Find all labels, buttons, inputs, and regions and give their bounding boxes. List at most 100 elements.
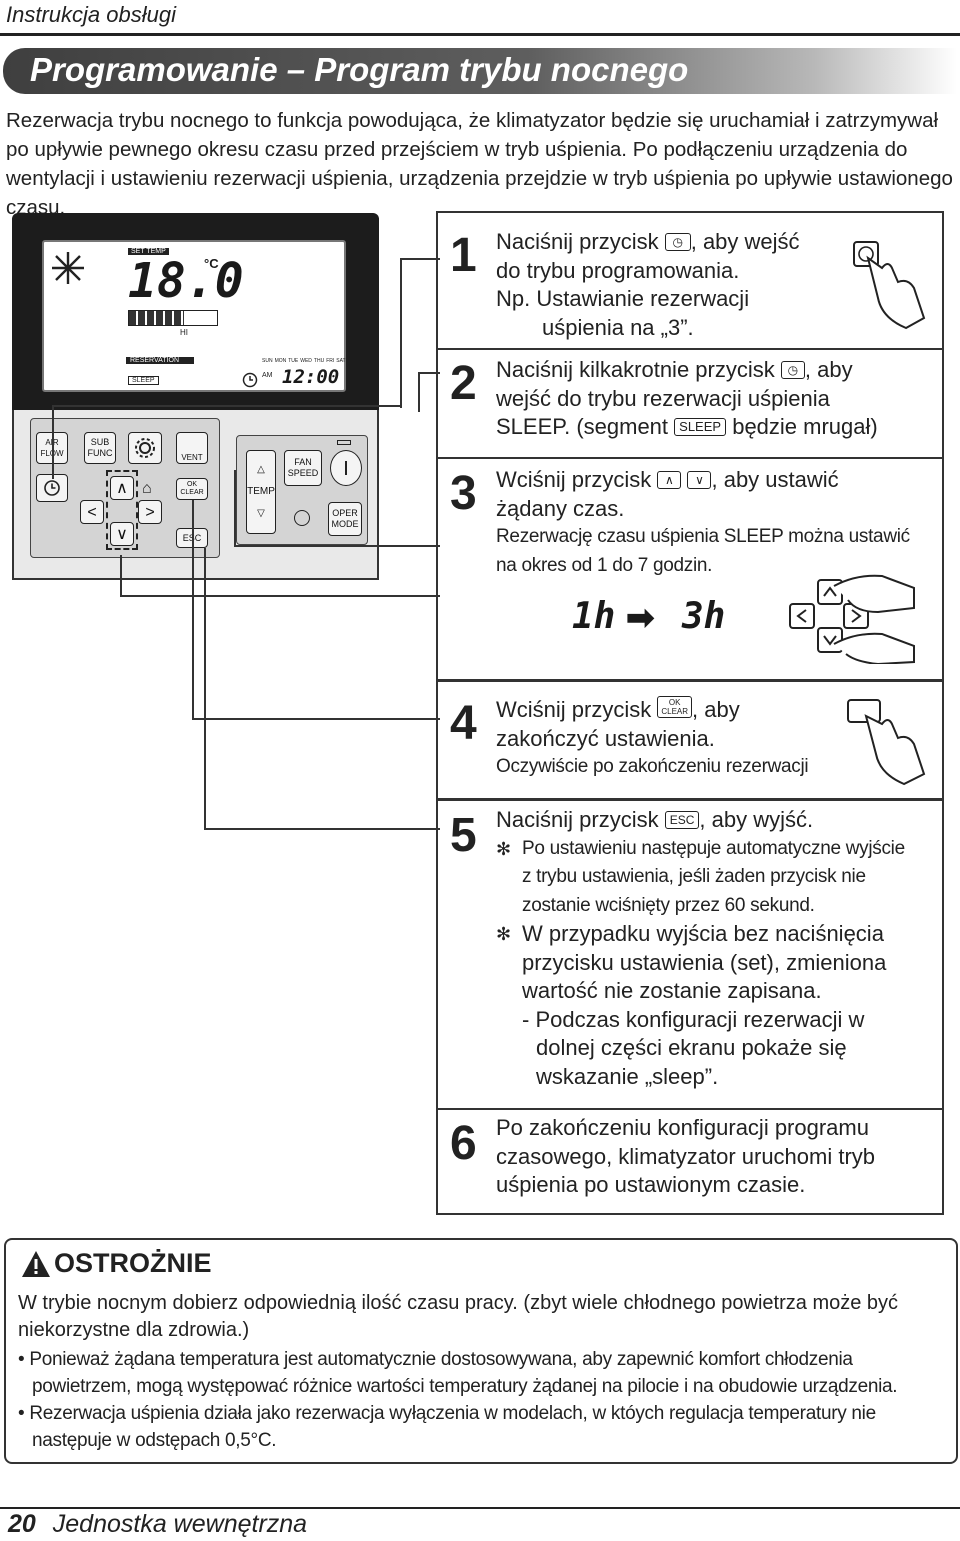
- footer-divider: [0, 1507, 960, 1509]
- connector-line: [204, 548, 206, 828]
- fan-level-bar: [128, 310, 218, 326]
- step-note: z trybu ustawienia, jeśli żaden przycisk…: [522, 866, 866, 887]
- step-text-part: Wciśnij przycisk: [496, 697, 652, 722]
- step-note-text: Po ustawieniu następuje automatyczne wyj…: [522, 837, 905, 859]
- clock-icon: [44, 480, 60, 496]
- step-text-part: SLEEP. (segment: [496, 414, 669, 439]
- step-3-text: Wciśnij przycisk ∧ ∨, aby ustawić żądany…: [496, 466, 936, 580]
- ok-label: OK: [186, 481, 198, 488]
- step-text-line: do trybu programowania.: [496, 257, 740, 283]
- intro-paragraph: Rezerwacja trybu nocnego to funkcja powo…: [6, 109, 953, 219]
- footer-section: Jednostka wewnętrzna: [52, 1510, 308, 1538]
- connector-line: [418, 372, 420, 412]
- temp-up-icon: △: [257, 464, 265, 475]
- ok-clear-button[interactable]: OK CLEAR: [176, 478, 208, 500]
- up-arrow-button[interactable]: ∧: [110, 476, 134, 500]
- step-text-line: dolnej części ekranu pokaże się: [536, 1035, 847, 1060]
- step-note: Rezerwację czasu uśpienia SLEEP można us…: [496, 526, 910, 547]
- caution-bullet: • Ponieważ żądana temperatura jest autom…: [18, 1349, 898, 1397]
- lcd-day: TUE: [288, 358, 299, 364]
- fan-label: FAN: [294, 457, 312, 467]
- speed-label: SPEED: [287, 468, 319, 478]
- down-arrow-button[interactable]: ∨: [110, 522, 134, 546]
- step-5-text: Naciśnij przycisk ESC, aby wyjść. ✻ Po u…: [496, 806, 936, 1091]
- lcd-day: SAT: [336, 358, 346, 364]
- down-key-icon: ∨: [687, 471, 712, 489]
- connector-line: [192, 500, 194, 718]
- caution-body: W trybie nocnym dobierz odpowiednią iloś…: [18, 1290, 948, 1454]
- vent-button[interactable]: VENT: [176, 432, 208, 464]
- lcd-day: THU: [313, 358, 325, 364]
- oper-mode-button[interactable]: OPER MODE: [328, 502, 362, 536]
- lcd-day: SUN: [262, 358, 273, 364]
- connector-line: [418, 372, 440, 374]
- hand-press-ok-icon: [847, 699, 926, 786]
- snowflake-bullet-icon: ✻: [496, 924, 512, 944]
- arrow-right-icon: ➡: [626, 599, 655, 637]
- function-button[interactable]: [128, 432, 162, 464]
- caution-title: OSTROŻNIE: [54, 1248, 212, 1278]
- left-arrow-button[interactable]: <: [80, 500, 104, 524]
- step-text-line: uśpienia na „3”.: [542, 314, 694, 340]
- connector-line: [192, 718, 440, 720]
- up-key-icon: ∧: [657, 471, 682, 489]
- lcd-set-temp-label: SET TEMP: [128, 248, 169, 255]
- step-text-part: Naciśnij przycisk: [496, 807, 659, 832]
- connector-line: [52, 405, 402, 407]
- connector-line: [234, 470, 236, 545]
- sensor-indicator: [294, 510, 310, 526]
- snowflake-icon: [52, 252, 84, 284]
- connector-line: [400, 258, 440, 260]
- step-note: na okres od 1 do 7 godzin.: [496, 554, 713, 576]
- power-icon: [345, 461, 347, 475]
- step-divider: [436, 1108, 944, 1110]
- power-button[interactable]: [330, 450, 362, 486]
- temp-label: TEMP: [247, 486, 275, 497]
- step-text-line: wartość nie zostanie zapisana.: [522, 978, 822, 1003]
- step-text-part: Naciśnij przycisk: [496, 229, 659, 254]
- step-divider: [436, 457, 944, 459]
- gear-icon: [135, 438, 155, 458]
- lcd-time: 12:00: [282, 366, 340, 388]
- connector-line: [400, 258, 402, 408]
- step-text-part: , aby ustawić: [711, 467, 839, 492]
- lcd-unit: °C: [204, 256, 219, 271]
- caution-bullet-text: Rezerwacja uśpienia działa jako rezerwac…: [29, 1403, 876, 1451]
- right-arrow-button[interactable]: >: [138, 500, 162, 524]
- warning-icon: [22, 1250, 50, 1277]
- mode-label: MODE: [331, 519, 359, 529]
- document-header: Instrukcja obsługi: [6, 2, 176, 27]
- sleep-segment-key: SLEEP: [674, 418, 727, 436]
- connector-line: [234, 545, 440, 547]
- step-text-part: , aby: [692, 697, 740, 722]
- temp-button[interactable]: △ TEMP ▽: [246, 450, 276, 534]
- step-text-part: Naciśnij kilkakrotnie przycisk: [496, 357, 775, 382]
- connector-line: [120, 595, 440, 597]
- lcd-day: FRI: [326, 358, 335, 364]
- step-text-part: , aby wejść: [690, 229, 800, 254]
- step-text-part: , aby: [804, 357, 853, 382]
- sub-func-button[interactable]: SUB FUNC: [84, 432, 116, 464]
- lcd-day: WED: [300, 358, 312, 364]
- snowflake-bullet-icon: ✻: [496, 838, 511, 859]
- clock-key-icon: ◷: [780, 361, 805, 379]
- step-number: 3: [450, 467, 477, 520]
- hands-arrows-icon: [789, 574, 915, 664]
- step-text-line: wskazanie „sleep”.: [536, 1063, 719, 1089]
- page-footer: 20 Jednostka wewnętrzna: [8, 1510, 307, 1539]
- lcd-display: SET TEMP 18.0 °C HI RESERVATION SLEEP SU…: [42, 240, 346, 392]
- step-note: zostanie wciśnięty przez 60 sekund.: [522, 894, 815, 916]
- step-text-line: uśpienia po ustawionym czasie.: [496, 1172, 806, 1197]
- header-divider: [0, 33, 960, 36]
- connector-line: [120, 555, 122, 595]
- sleep-time-from: 1h: [572, 596, 616, 637]
- caution-paragraph: W trybie nocnym dobierz odpowiednią iloś…: [18, 1292, 899, 1341]
- clock-icon: [242, 372, 258, 388]
- step-text-line: wejść do trybu rezerwacji uśpienia: [496, 385, 830, 411]
- step-number: 2: [450, 357, 477, 410]
- step-text-line: Po zakończeniu konfiguracji programu: [496, 1115, 869, 1140]
- fan-speed-button[interactable]: FAN SPEED: [284, 450, 322, 486]
- step-2-text: Naciśnij kilkakrotnie przycisk ◷, aby we…: [496, 356, 936, 442]
